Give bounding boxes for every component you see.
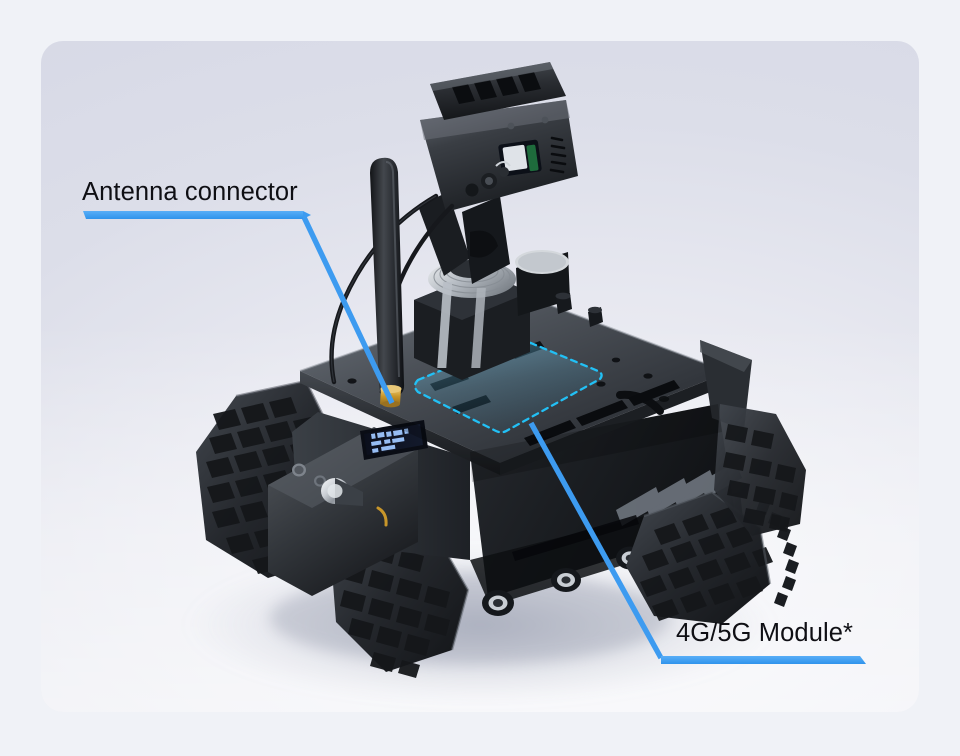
picatinny-rail <box>430 62 566 120</box>
track-rear-right <box>714 404 806 536</box>
guide-post-left <box>437 282 453 368</box>
guide-post-right <box>471 288 486 368</box>
callout-label-antenna-connector: Antenna connector <box>82 178 298 206</box>
oled-display <box>360 420 428 460</box>
callout-label-4g-5g-module: 4G/5G Module* <box>676 619 854 647</box>
deck-slot-row <box>524 380 680 446</box>
deck-standoffs <box>555 292 603 327</box>
antenna <box>370 157 405 408</box>
callout-line-antenna-connector <box>83 211 395 405</box>
camera-vent <box>549 136 567 174</box>
gimbal-hardware <box>465 161 511 197</box>
camera-module <box>418 62 578 284</box>
callout-line-4g-5g-module <box>528 421 866 664</box>
